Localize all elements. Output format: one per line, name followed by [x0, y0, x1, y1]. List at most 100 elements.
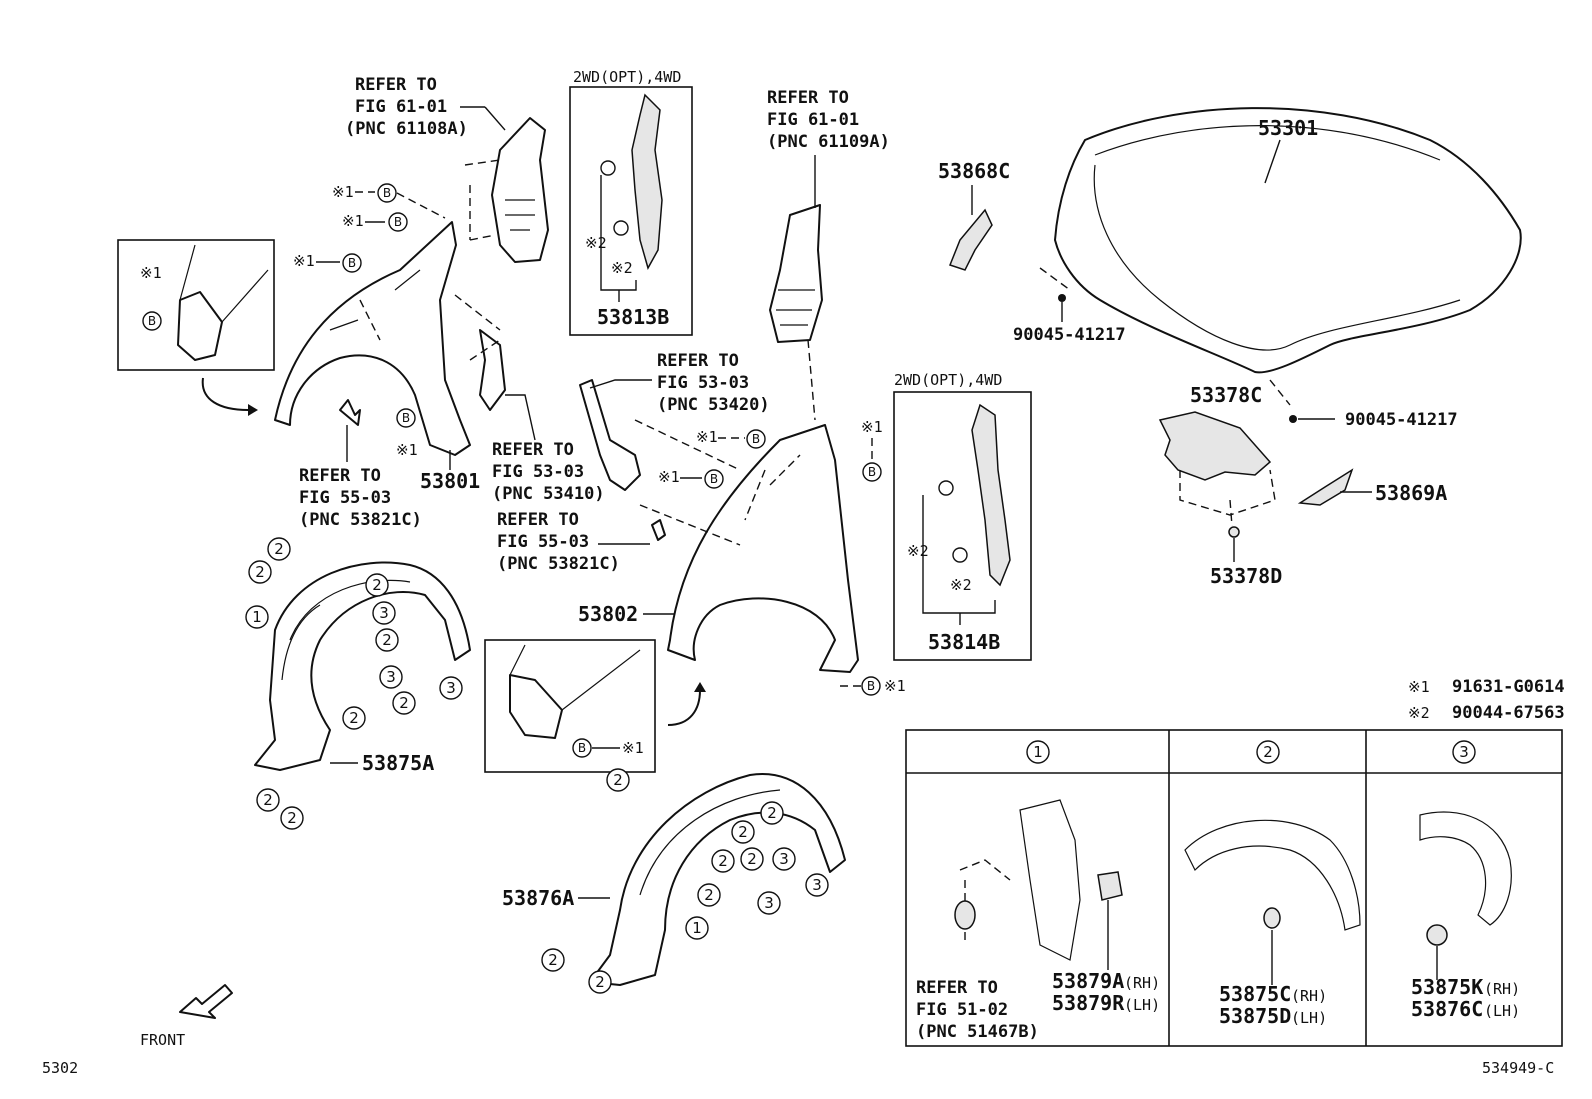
callout-number: 1 [692, 919, 702, 937]
callout-number: 2 [382, 631, 392, 649]
callout-number: 3 [379, 604, 389, 622]
callout-number: 3 [779, 850, 789, 868]
callout-number: 2 [747, 850, 757, 868]
fender-53801-label: 53801 [420, 469, 480, 493]
svg-text:※1: ※1 [396, 441, 418, 459]
callout-circle [439, 676, 463, 700]
table-head-2: 2 [1263, 743, 1273, 761]
svg-text:53875K: 53875K [1411, 975, 1483, 999]
svg-text:FIG 51-02: FIG 51-02 [916, 1000, 1008, 1020]
bracket-53378C[interactable]: 53378C [1158, 383, 1276, 527]
seal-53869A[interactable]: 53869A [1297, 468, 1447, 506]
fender-53802-marks: ※1 B ※1 B ※1 B B ※1 [658, 418, 906, 696]
callout-circle [740, 847, 764, 871]
liner-53876A[interactable]: 53876A [502, 773, 846, 986]
callout-circle [588, 970, 612, 994]
svg-text:FIG 61-01: FIG 61-01 [767, 110, 859, 130]
svg-text:(PNC 61108A): (PNC 61108A) [345, 119, 468, 139]
callout-number: 2 [255, 563, 265, 581]
svg-text:※1: ※1 [884, 677, 906, 695]
liner-53875A[interactable]: 53875A [254, 561, 471, 775]
svg-text:B: B [868, 465, 876, 479]
svg-text:REFER TO: REFER TO [657, 351, 739, 371]
svg-text:53875C: 53875C [1219, 982, 1291, 1006]
callout-circle [731, 820, 755, 844]
ref-53410[interactable]: REFER TO FIG 53-03 (PNC 53410) [492, 394, 605, 504]
svg-text:※1: ※1 [332, 183, 354, 201]
svg-text:B: B [578, 741, 586, 755]
fender-53802-label: 53802 [578, 602, 638, 626]
callout-circle [685, 916, 709, 940]
callout-circle [372, 601, 396, 625]
pillar-61108A[interactable]: REFER TO FIG 61-01 (PNC 61108A) [345, 75, 549, 263]
bracket-53378C-label: 53378C [1190, 383, 1262, 407]
callout-circle [248, 560, 272, 584]
callout-number: 3 [764, 894, 774, 912]
fastener-table: 1 2 3 REFER TO FIG 51-02 (PNC 51467B) 53… [905, 729, 1563, 1047]
svg-text:(RH): (RH) [1124, 974, 1160, 992]
front-label: FRONT [140, 1031, 185, 1049]
hood-clip-upper[interactable]: 90045-41217 [1013, 267, 1126, 345]
svg-text:FIG 53-03: FIG 53-03 [657, 373, 749, 393]
callout-number: 2 [399, 694, 409, 712]
ref-53821C-right[interactable]: REFER TO FIG 55-03 (PNC 53821C) [497, 510, 666, 574]
clip-53378D-label: 53378D [1210, 564, 1282, 588]
svg-text:※1: ※1 [622, 739, 644, 757]
callout-circle [267, 537, 291, 561]
callout-number: 2 [704, 886, 714, 904]
callout-circle [805, 873, 829, 897]
callout-circle [280, 806, 304, 830]
callout-number: 2 [738, 823, 748, 841]
svg-text:B: B [402, 411, 410, 425]
option-label-left: 2WD(OPT),4WD [573, 68, 681, 86]
callout-number: 3 [446, 679, 456, 697]
inset-center: B ※1 [484, 639, 706, 773]
svg-text:53879R: 53879R [1052, 991, 1125, 1015]
fender-53802[interactable]: 53802 [578, 424, 859, 673]
svg-text:REFER TO: REFER TO [355, 75, 437, 95]
fender-53801[interactable]: 53801 [274, 221, 506, 493]
callout-number: 2 [718, 852, 728, 870]
ref-53821C-left[interactable]: REFER TO FIG 55-03 (PNC 53821C) [299, 399, 422, 530]
svg-text:(PNC 61109A): (PNC 61109A) [767, 132, 890, 152]
hood-53301[interactable]: 53301 [1054, 107, 1522, 374]
svg-text:B: B [710, 472, 718, 486]
svg-text:REFER TO: REFER TO [492, 440, 574, 460]
option-box-53814B[interactable]: 2WD(OPT),4WD ※2 ※2 53814B [893, 371, 1032, 661]
pillar-61109A[interactable]: REFER TO FIG 61-01 (PNC 61109A) [767, 88, 890, 421]
liner-53875A-label: 53875A [362, 751, 434, 775]
callout-circle [375, 628, 399, 652]
page-number: 5302 [42, 1059, 78, 1077]
seal-53868C[interactable]: 53868C [938, 159, 1010, 271]
svg-text:※1: ※1 [1408, 678, 1430, 696]
svg-text:REFER TO: REFER TO [497, 510, 579, 530]
svg-text:※2: ※2 [950, 576, 972, 594]
callout-number: 2 [372, 576, 382, 594]
callout-circle [541, 948, 565, 972]
ref-53420[interactable]: REFER TO FIG 53-03 (PNC 53420) [579, 351, 770, 546]
clip-upper-label: 90045-41217 [1013, 325, 1126, 345]
svg-text:53879A: 53879A [1052, 969, 1124, 993]
option-box-53813B[interactable]: 2WD(OPT),4WD ※2 ※2 53813B [569, 68, 693, 336]
clip-right-label: 90045-41217 [1345, 410, 1458, 430]
clip-53378D[interactable]: 53378D [1210, 526, 1282, 588]
svg-text:B: B [752, 432, 760, 446]
callout-number: 2 [274, 540, 284, 558]
svg-text:B: B [348, 256, 356, 270]
seal-53869A-label: 53869A [1375, 481, 1447, 505]
callout-number: 2 [349, 709, 359, 727]
callout-number: 2 [613, 771, 623, 789]
svg-text:91631-G0614: 91631-G0614 [1452, 677, 1565, 697]
option-label-right: 2WD(OPT),4WD [894, 371, 1002, 389]
svg-text:(PNC 51467B): (PNC 51467B) [916, 1022, 1039, 1042]
svg-text:(RH): (RH) [1291, 987, 1327, 1005]
svg-text:REFER TO: REFER TO [916, 978, 998, 998]
callout-number: 2 [595, 973, 605, 991]
hood-clip-right[interactable]: 90045-41217 [1269, 379, 1458, 430]
part-53813B-label: 53813B [597, 305, 669, 329]
liner-53876A-label: 53876A [502, 886, 574, 910]
svg-text:※1: ※1 [342, 212, 364, 230]
callout-circle [256, 788, 280, 812]
seal-53868C-label: 53868C [938, 159, 1010, 183]
